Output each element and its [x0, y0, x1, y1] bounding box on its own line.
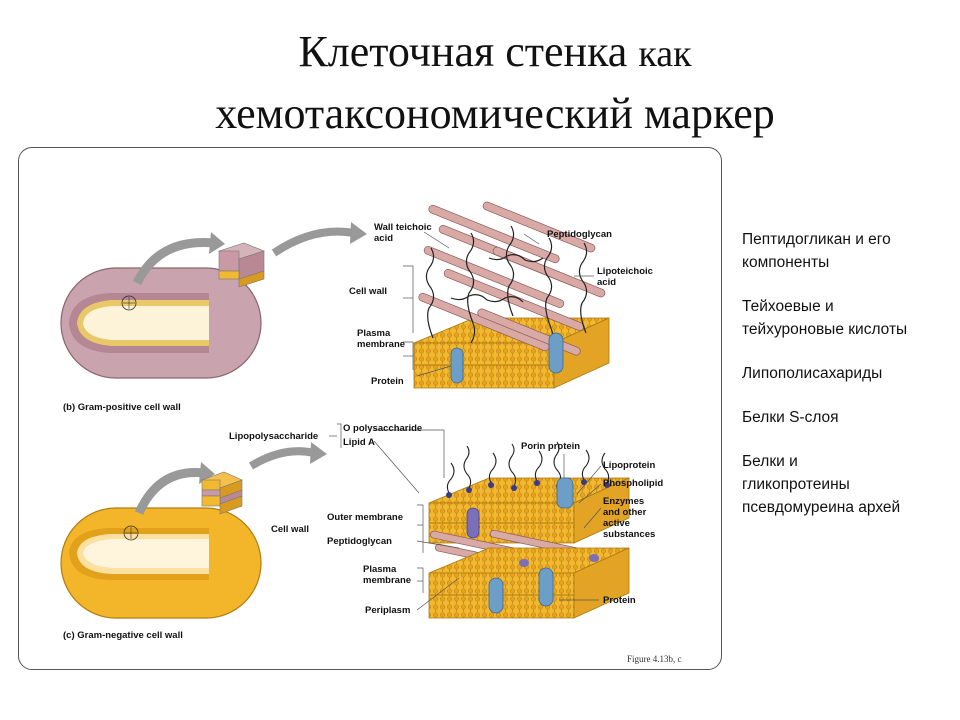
title-main-text: Клеточная стенка: [298, 27, 628, 76]
gram-negative-cube: [201, 471, 243, 515]
title-line-1: Клеточная стенка как: [0, 22, 960, 84]
caption-gram-positive: (b) Gram-positive cell wall: [63, 402, 181, 413]
label-cell-wall-pos: Cell wall: [349, 286, 387, 297]
label-peptidoglycan-pos: Peptidoglycan: [547, 229, 612, 240]
label-wall-teichoic-1: Wall teichoic: [374, 222, 432, 233]
gram-positive-diagram: Wall teichoic acid Peptidoglycan Lipotei…: [60, 201, 653, 413]
cell-wall-figure: Wall teichoic acid Peptidoglycan Lipotei…: [18, 147, 722, 670]
label-protein-neg: Protein: [603, 595, 636, 606]
label-outer-membrane: Outer membrane: [327, 512, 403, 523]
caption-gram-negative: (c) Gram-negative cell wall: [63, 630, 183, 641]
lipoprotein: [466, 507, 480, 539]
list-item: Белки и гликопротеины псевдомуреина архе…: [742, 450, 952, 519]
label-enzymes-1: Enzymes: [603, 496, 644, 507]
enzyme: [589, 554, 599, 562]
enzyme: [519, 559, 529, 567]
label-lipoteichoic-2: acid: [597, 277, 616, 288]
list-item-line: Белки и: [742, 453, 798, 470]
label-cell-wall-neg: Cell wall: [271, 524, 309, 535]
label-plasma-neg-2: membrane: [363, 575, 411, 586]
label-lipopolysaccharide: Lipopolysaccharide: [229, 431, 318, 442]
label-o-polysaccharide: O polysaccharide: [343, 423, 422, 434]
list-item: Пептидогликан и его компоненты: [742, 228, 952, 274]
gram-negative-cell: [60, 507, 262, 619]
list-item-line: Липополисахариды: [742, 365, 883, 382]
list-item-line: компоненты: [742, 254, 830, 271]
figure-svg: Wall teichoic acid Peptidoglycan Lipotei…: [60, 201, 682, 664]
list-item-line: Пептидогликан и его: [742, 231, 891, 248]
label-porin-protein: Porin protein: [521, 441, 580, 452]
list-item-line: гликопротеины: [742, 476, 850, 493]
zoom-arrow-4: [248, 447, 315, 470]
membrane-protein: [548, 332, 564, 374]
label-enzymes-3: active: [603, 518, 630, 529]
slide-title: Клеточная стенка как хемотаксономический…: [0, 22, 960, 144]
label-peptidoglycan-neg: Peptidoglycan: [327, 536, 392, 547]
gram-positive-cube: [218, 242, 265, 288]
membrane-protein: [538, 567, 554, 607]
label-plasma-neg-1: Plasma: [363, 564, 397, 575]
label-lipoprotein: Lipoprotein: [603, 460, 655, 471]
label-lipid-a: Lipid A: [343, 437, 375, 448]
title-small-text: как: [638, 33, 692, 75]
label-periplasm: Periplasm: [365, 605, 410, 616]
gram-positive-cell: [60, 267, 262, 379]
list-item-line: псевдомуреина архей: [742, 499, 901, 516]
porin-protein: [556, 477, 574, 509]
zoom-arrow-1: [132, 238, 215, 286]
zoom-arrow-3: [134, 468, 205, 515]
label-protein-pos: Protein: [371, 376, 404, 387]
gram-positive-wall-block: [413, 201, 610, 389]
membrane-protein: [488, 577, 504, 614]
membrane-protein: [450, 347, 464, 384]
gram-negative-wall-block: [428, 441, 630, 619]
list-item-line: тейхуроновые кислоты: [742, 321, 908, 338]
marker-list: Пептидогликан и его компоненты Тейхоевые…: [742, 228, 952, 540]
label-plasma-pos-2: membrane: [357, 339, 405, 350]
list-item: Тейхоевые и тейхуроновые кислоты: [742, 295, 952, 341]
gram-negative-diagram: Lipopolysaccharide O polysaccharide Lipi…: [60, 423, 682, 664]
list-item-line: Тейхоевые и: [742, 298, 834, 315]
label-wall-teichoic-2: acid: [374, 233, 393, 244]
list-item: Белки S-слоя: [742, 406, 952, 429]
label-enzymes-2: and other: [603, 507, 647, 518]
label-enzymes-4: substances: [603, 529, 655, 540]
label-plasma-pos-1: Plasma: [357, 328, 391, 339]
label-phospholipid: Phospholipid: [603, 478, 663, 489]
figure-reference: Figure 4.13b, c: [627, 654, 682, 664]
list-item-line: Белки S-слоя: [742, 409, 839, 426]
title-line-2: хемотаксономический маркер: [215, 89, 775, 138]
zoom-arrow-2: [271, 227, 355, 257]
list-item: Липополисахариды: [742, 362, 952, 385]
label-lipoteichoic-1: Lipoteichoic: [597, 266, 653, 277]
